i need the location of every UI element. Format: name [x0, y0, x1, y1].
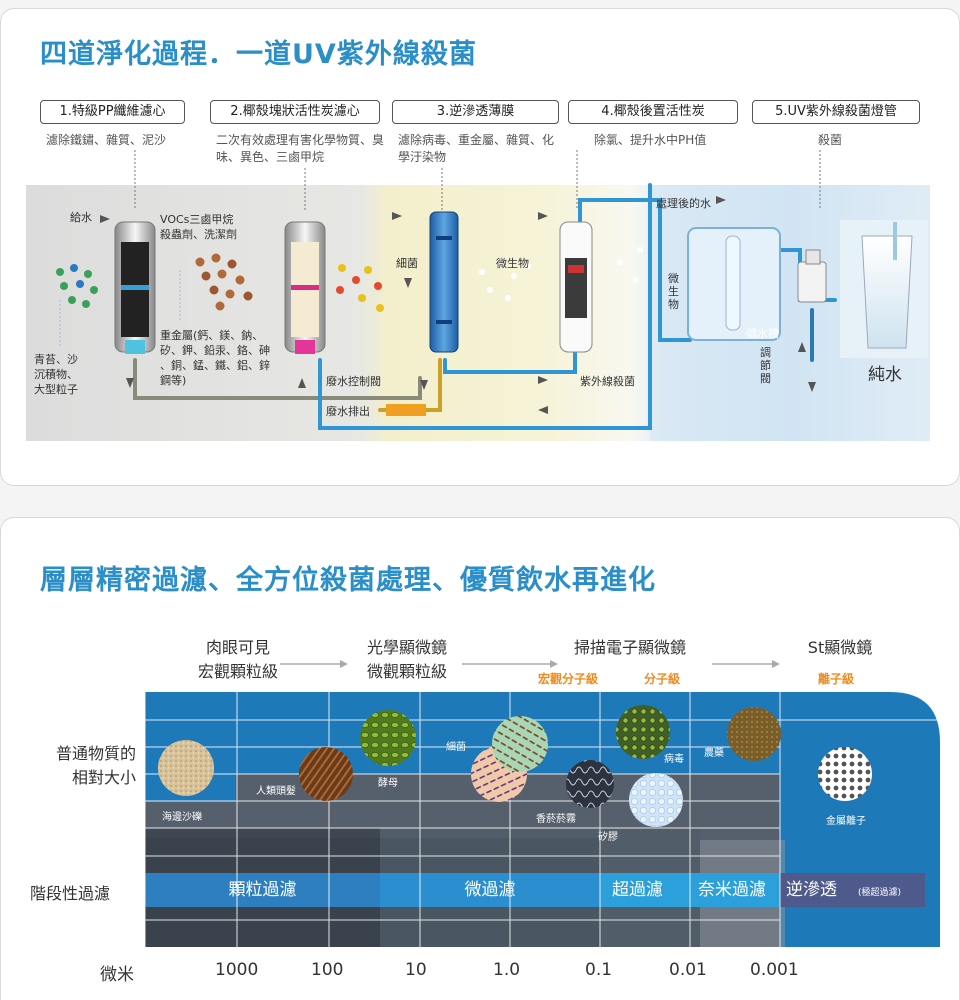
- process-diagram: [26, 150, 930, 441]
- vocs-label: VOCs三鹵甲烷 殺蟲劑、洗潔劑: [160, 213, 237, 241]
- silica-label: 矽膠: [598, 832, 618, 843]
- bacteria-label: 細菌: [396, 257, 418, 270]
- post-carbon-filter-icon: [559, 221, 593, 353]
- stage-reverse-osmosis: 逆滲透: [786, 880, 837, 900]
- pure-water-label: 純水: [868, 365, 902, 385]
- tank-label: 儲水槽: [746, 327, 779, 340]
- sublevel-ion: 離子級: [818, 672, 855, 686]
- smoke-image: [566, 760, 614, 808]
- tick-100: 100: [311, 960, 344, 980]
- filtration-title: 層層精密過濾、全方位殺菌處理、優質飲水再進化: [40, 565, 656, 596]
- sand-label: 海邊沙礫: [162, 812, 202, 823]
- stage-4-label: 4.椰殼後置活性炭: [568, 100, 738, 124]
- scope-st: St顯微鏡: [807, 638, 873, 657]
- microbe-particles: [479, 247, 643, 301]
- stage-5-label: 5.UV紫外線殺菌燈管: [752, 100, 920, 124]
- waste-valve-label: 廢水控制閥: [326, 375, 381, 388]
- silica-image: [629, 773, 683, 827]
- microbe-vertical-label: 微生物: [668, 272, 679, 311]
- water-glass-icon: [840, 220, 928, 358]
- stage-2-desc: 二次有效處理有害化學物質、臭味、異色、三鹵甲烷: [216, 133, 385, 164]
- treated-water-label: 處理後的水: [656, 197, 711, 210]
- waste-out-label: 廢水排出: [326, 405, 370, 418]
- metal-ion-label: 金屬離子: [826, 816, 866, 827]
- scope-sem: 掃描電子顯微鏡: [573, 638, 686, 657]
- carbon-filter-icon: [284, 221, 326, 354]
- stage-5-desc: 殺菌: [818, 133, 843, 147]
- hair-label: 人類頭髮: [256, 786, 296, 797]
- hair-image: [299, 747, 353, 801]
- tick-0-1: 0.1: [585, 960, 613, 980]
- bacteria-image: [492, 716, 548, 772]
- stage-filtration-label: 階段性過濾: [30, 884, 111, 903]
- stage-particle-filtration: 顆粒過濾: [228, 880, 297, 900]
- valve-label: 調節閥: [760, 346, 771, 385]
- filtration-grid: [144, 692, 940, 947]
- stage-nanofiltration: 奈米過濾: [698, 880, 766, 900]
- tick-1000: 1000: [215, 960, 259, 980]
- scope-optical: 光學顯微鏡微觀顆粒級: [366, 638, 447, 681]
- yeast-label: 酵母: [378, 778, 398, 789]
- tick-1: 1.0: [493, 960, 521, 980]
- stage-ultrafiltration: 超過濾: [612, 880, 663, 900]
- faucet-icon: [797, 249, 827, 303]
- stage-microfiltration: 微過濾: [464, 880, 516, 900]
- sand-image: [158, 740, 214, 796]
- sublevel-molecule: 分子級: [644, 672, 681, 686]
- stage-1-desc: 濾除鐵鏽、雜質、泥沙: [46, 133, 167, 147]
- tick-10: 10: [405, 960, 427, 980]
- microbes-label: 微生物: [496, 257, 529, 270]
- tick-0-01: 0.01: [669, 960, 707, 980]
- bacteria-particles: [336, 264, 384, 312]
- chemical-particles: [195, 253, 253, 311]
- uv-label: 紫外線殺菌: [580, 375, 635, 388]
- scope-eye: 肉眼可見宏觀顆粒級: [197, 638, 278, 681]
- smoke-label: 香菸菸霧: [536, 814, 576, 825]
- sediment-particles: [56, 264, 98, 308]
- pp-filter-icon: [114, 221, 156, 354]
- stage-3-desc: 濾除病毒、重金屬、雜質、化學汙染物: [398, 133, 555, 164]
- ro-note: (極超過濾): [858, 888, 902, 898]
- virus-image: [616, 705, 670, 759]
- metal-ion-image: [818, 747, 872, 801]
- metals-label: 重金屬(鈣、鎂、鈉、 矽、鉀、鉛汞、鉻、砷 、銅、錳、鐵、鋁、鋅 鋼等): [160, 329, 270, 387]
- virus-label: 病毒: [664, 754, 684, 765]
- storage-tank-icon: [687, 227, 781, 341]
- feed-label: 給水: [70, 211, 92, 224]
- unit-label: 微米: [100, 965, 134, 985]
- bacteria-label-2: 細菌: [446, 742, 466, 753]
- ro-membrane-icon: [429, 211, 459, 353]
- sublevel-macromolecule: 宏觀分子級: [538, 672, 599, 686]
- sediment-label: 青苔、沙 沉積物、 大型粒子: [34, 353, 78, 396]
- relative-size-label: 普通物質的 相對大小: [55, 744, 136, 787]
- stage-3-label: 3.逆滲透薄膜: [392, 100, 559, 124]
- tick-0-001: 0.001: [750, 960, 799, 980]
- pesticide-image: [727, 707, 781, 761]
- stage-4-desc: 除氯、提升水中PH值: [594, 133, 707, 147]
- stage-1-label: 1.特級PP纖維濾心: [40, 100, 185, 124]
- yeast-image: [360, 710, 416, 766]
- process-title: 四道淨化過程．一道UV紫外線殺菌: [40, 39, 477, 70]
- scope-arrows: [280, 660, 780, 668]
- stage-2-label: 2.椰殼塊狀活性炭濾心: [210, 100, 380, 124]
- pesticide-label: 農藥: [704, 748, 724, 759]
